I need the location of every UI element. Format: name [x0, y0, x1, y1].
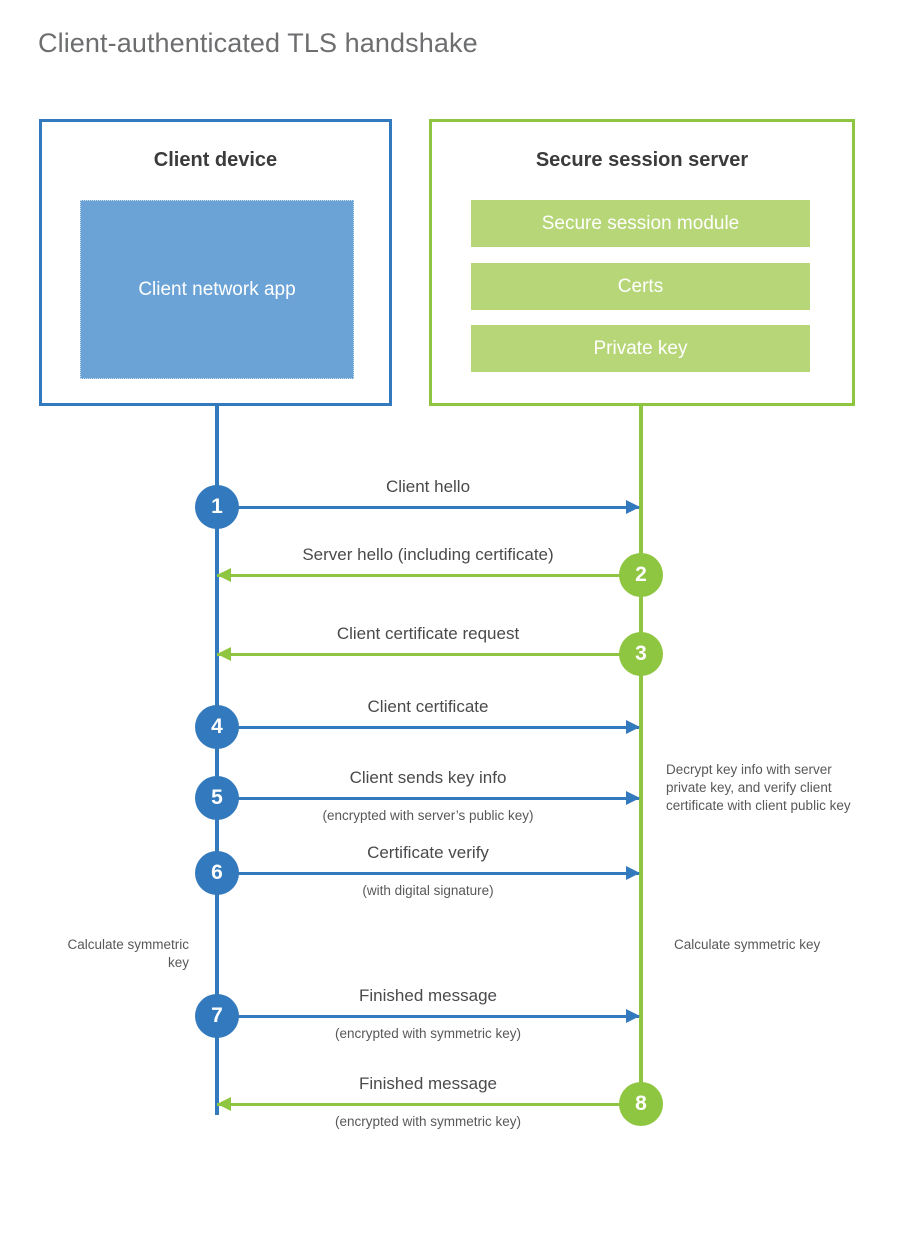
step-marker-4: 4 [195, 705, 239, 749]
server-module-certs: Certs [471, 263, 810, 310]
arrow-head-left-icon [217, 1097, 231, 1111]
message-label: Client certificate request [336, 624, 520, 643]
arrow-head-left-icon [217, 647, 231, 661]
arrow-shaft [217, 574, 639, 577]
message-label: Finished message [359, 1074, 497, 1093]
client-device-box: Client device Client network app [39, 119, 392, 406]
arrow-shaft [217, 653, 639, 656]
page-title: Client-authenticated TLS handshake [38, 28, 478, 58]
message-sublabel: (encrypted with symmetric key) [334, 1026, 522, 1041]
step-marker-6: 6 [195, 851, 239, 895]
arrow-head-right-icon [626, 720, 640, 734]
arrow-head-right-icon [626, 1009, 640, 1023]
message-label: Client hello [385, 477, 471, 496]
message-sublabel: (encrypted with symmetric key) [334, 1114, 522, 1129]
arrow-shaft [217, 1015, 639, 1018]
message-label: Certificate verify [367, 843, 489, 862]
arrow-head-right-icon [626, 866, 640, 880]
server-lifeline [639, 403, 643, 1106]
server-module-private-key: Private key [471, 325, 810, 372]
arrow-shaft [217, 726, 639, 729]
server-module-secure-session-module: Secure session module [471, 200, 810, 247]
message-label: Client certificate [367, 697, 489, 716]
message-label: Server hello (including certificate) [302, 545, 554, 564]
secure-session-server-box: Secure session server Secure session mod… [429, 119, 855, 406]
server-calculate-symmetric-key-note: Calculate symmetric key [674, 937, 821, 952]
arrow-shaft [217, 506, 639, 509]
arrow-shaft [217, 1103, 639, 1106]
client-network-app-block: Client network app [80, 200, 354, 379]
step-marker-3: 3 [619, 632, 663, 676]
client-lifeline [215, 403, 219, 1115]
step-marker-8: 8 [619, 1082, 663, 1126]
step-marker-5: 5 [195, 776, 239, 820]
step-marker-7: 7 [195, 994, 239, 1038]
client-calculate-symmetric-key-note: Calculate symmetric key [67, 937, 189, 970]
arrow-head-left-icon [217, 568, 231, 582]
server-module-label: Secure session module [541, 212, 740, 234]
arrow-head-right-icon [626, 791, 640, 805]
message-sublabel: (encrypted with server’s public key) [322, 808, 534, 823]
arrow-shaft [217, 797, 639, 800]
client-device-title: Client device [153, 149, 278, 171]
server-module-label: Certs [617, 275, 664, 297]
message-label: Client sends key info [349, 768, 507, 787]
arrow-shaft [217, 872, 639, 875]
message-sublabel: (with digital signature) [362, 883, 494, 898]
server-decrypt-note: Decrypt key info with server private key… [666, 762, 851, 813]
message-label: Finished message [359, 986, 497, 1005]
step-marker-2: 2 [619, 553, 663, 597]
secure-session-server-title: Secure session server [535, 149, 749, 171]
step-marker-1: 1 [195, 485, 239, 529]
arrow-head-right-icon [626, 500, 640, 514]
server-module-label: Private key [593, 337, 688, 359]
client-network-app-label: Client network app [138, 278, 296, 300]
